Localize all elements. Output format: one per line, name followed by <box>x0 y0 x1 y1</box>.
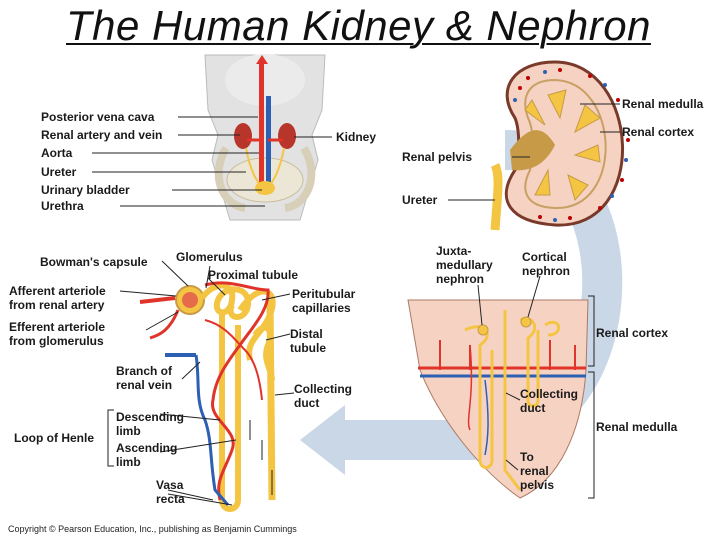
copyright-notice: Copyright © Pearson Education, Inc., pub… <box>8 524 297 534</box>
label-kidney: Kidney <box>336 130 377 144</box>
kidney-cross-section <box>490 60 630 231</box>
label-branch-renal-vein: Branch of renal vein <box>116 364 173 392</box>
label-distal-tubule: Distal tubule <box>290 327 326 355</box>
label-peritubular-capillaries: Peritubular capillaries <box>292 287 356 315</box>
label-to-renal-pelvis: To renal pelvis <box>520 450 555 492</box>
label-renal-medulla-top: Renal medulla <box>622 97 704 111</box>
wedge-leader-lines <box>477 275 541 471</box>
label-renal-pelvis: Renal pelvis <box>402 150 473 164</box>
nephron-leader-lines <box>119 260 295 506</box>
label-afferent-arteriole: Afferent arteriole from renal artery <box>9 284 106 312</box>
kidney-leader-lines <box>448 103 620 201</box>
label-glomerulus: Glomerulus <box>176 250 243 264</box>
wedge-brackets <box>588 295 595 499</box>
label-urinary-bladder: Urinary bladder <box>41 183 130 197</box>
label-collecting-duct-nephron: Collecting duct <box>294 382 353 410</box>
label-descending-limb: Descending limb <box>116 410 185 438</box>
label-vasa-recta: Vasa recta <box>156 478 185 506</box>
label-renal-medulla-section: Renal medulla <box>596 420 678 434</box>
label-posterior-vena-cava: Posterior vena cava <box>41 110 155 124</box>
label-renal-cortex-top: Renal cortex <box>622 125 695 139</box>
loop-of-henle-bracket <box>107 409 114 467</box>
label-renal-cortex-section: Renal cortex <box>596 326 669 340</box>
label-renal-artery-vein: Renal artery and vein <box>41 128 163 142</box>
label-urethra: Urethra <box>41 199 84 213</box>
body-figure <box>204 54 326 221</box>
label-ureter-body: Ureter <box>41 165 77 179</box>
label-collecting-duct-section: Collecting duct <box>520 387 579 415</box>
page-title: The Human Kidney & Nephron <box>66 2 651 49</box>
label-cortical-nephron: Cortical nephron <box>522 250 570 278</box>
label-aorta: Aorta <box>41 146 73 160</box>
label-ascending-limb: Ascending limb <box>116 441 178 469</box>
kidney-wedge-section <box>407 299 589 499</box>
label-proximal-tubule: Proximal tubule <box>208 268 299 282</box>
label-bowmans-capsule: Bowman's capsule <box>40 255 148 269</box>
body-leader-lines <box>92 116 332 207</box>
label-efferent-arteriole: Efferent arteriole from glomerulus <box>9 320 106 348</box>
label-ureter-kidney: Ureter <box>402 193 438 207</box>
nephron <box>139 281 276 512</box>
label-juxtamedullary-nephron: Juxta- medullary nephron <box>436 244 493 286</box>
label-loop-of-henle: Loop of Henle <box>14 431 94 445</box>
